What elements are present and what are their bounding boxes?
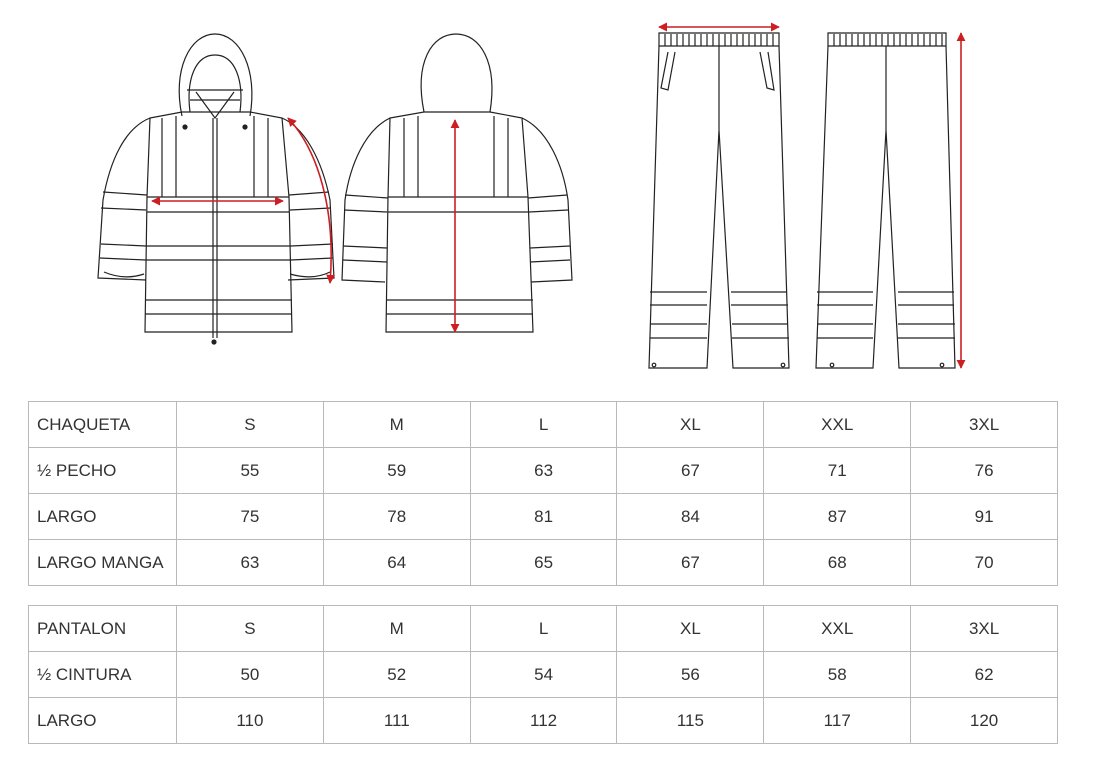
table-header-cell: M — [322, 401, 471, 448]
table-cell: 63 — [176, 539, 324, 586]
table-cell: 91 — [910, 493, 1058, 540]
table-cell: 111 — [322, 697, 471, 744]
table-cell: 58 — [763, 651, 912, 698]
table-header-row: PANTALON S M L XL XXL 3XL — [28, 605, 1058, 652]
table-header-cell: S — [176, 401, 324, 448]
table-header-cell: PANTALON — [28, 605, 177, 652]
pants-size-table: PANTALON S M L XL XXL 3XL ½ CINTURA 50 5… — [28, 605, 1058, 744]
table-cell: 59 — [322, 447, 471, 494]
row-label-cell: LARGO — [28, 493, 177, 540]
table-cell: 67 — [616, 447, 765, 494]
table-header-cell: L — [469, 401, 618, 448]
table-header-cell: XXL — [763, 605, 912, 652]
table-cell: 50 — [176, 651, 324, 698]
table-cell: 63 — [469, 447, 618, 494]
table-cell: 87 — [763, 493, 912, 540]
jacket-front-drawing — [97, 33, 335, 345]
table-row: LARGO 75 78 81 84 87 91 — [28, 493, 1058, 540]
table-row: ½ PECHO 55 59 63 67 71 76 — [28, 447, 1058, 494]
table-cell: 76 — [910, 447, 1058, 494]
hood-back — [420, 33, 493, 113]
left-sleeve — [97, 117, 151, 281]
jacket-back-drawing — [341, 33, 573, 333]
table-header-cell: L — [469, 605, 618, 652]
jacket-front-body — [144, 111, 293, 333]
table-cell: 68 — [763, 539, 912, 586]
table-cell: 54 — [469, 651, 618, 698]
table-row: ½ CINTURA 50 52 54 56 58 62 — [28, 651, 1058, 698]
table-cell: 75 — [176, 493, 324, 540]
table-cell: 56 — [616, 651, 765, 698]
table-header-cell: M — [322, 605, 471, 652]
table-header-cell: XL — [616, 401, 765, 448]
table-header-cell: XXL — [763, 401, 912, 448]
table-cell: 67 — [616, 539, 765, 586]
sleeve-measure-arrow — [287, 117, 336, 284]
jacket-back-body — [385, 111, 534, 333]
row-label-cell: ½ CINTURA — [28, 651, 177, 698]
table-cell: 78 — [322, 493, 471, 540]
table-cell: 64 — [322, 539, 471, 586]
table-row: LARGO MANGA 63 64 65 67 68 70 — [28, 539, 1058, 586]
table-cell: 84 — [616, 493, 765, 540]
table-header-cell: 3XL — [910, 401, 1058, 448]
hood-front-outline — [178, 33, 253, 117]
table-cell: 52 — [322, 651, 471, 698]
pants-front-drawing — [648, 32, 790, 369]
table-header-cell: S — [176, 605, 324, 652]
table-cell: 117 — [763, 697, 912, 744]
row-label-cell: LARGO — [28, 697, 177, 744]
table-cell: 112 — [469, 697, 618, 744]
table-cell: 81 — [469, 493, 618, 540]
table-header-row: CHAQUETA S M L XL XXL 3XL — [28, 401, 1058, 448]
table-cell: 55 — [176, 447, 324, 494]
pants-back-drawing — [815, 32, 956, 369]
table-header-cell: 3XL — [910, 605, 1058, 652]
table-cell: 70 — [910, 539, 1058, 586]
garment-illustrations — [97, 22, 966, 369]
front-stripes — [145, 196, 292, 315]
table-row: LARGO 110 111 112 115 117 120 — [28, 697, 1058, 744]
zipper — [212, 118, 218, 338]
table-header-cell: CHAQUETA — [28, 401, 177, 448]
row-label-cell: LARGO MANGA — [28, 539, 177, 586]
collar-lines — [195, 91, 235, 120]
table-cell: 110 — [176, 697, 324, 744]
table-cell: 71 — [763, 447, 912, 494]
table-cell: 65 — [469, 539, 618, 586]
hood-opening — [188, 54, 242, 113]
table-cell: 120 — [910, 697, 1058, 744]
table-header-cell: XL — [616, 605, 765, 652]
row-label-cell: ½ PECHO — [28, 447, 177, 494]
table-cell: 115 — [616, 697, 765, 744]
jacket-size-table: CHAQUETA S M L XL XXL 3XL ½ PECHO 55 59 … — [28, 401, 1058, 586]
table-cell: 62 — [910, 651, 1058, 698]
